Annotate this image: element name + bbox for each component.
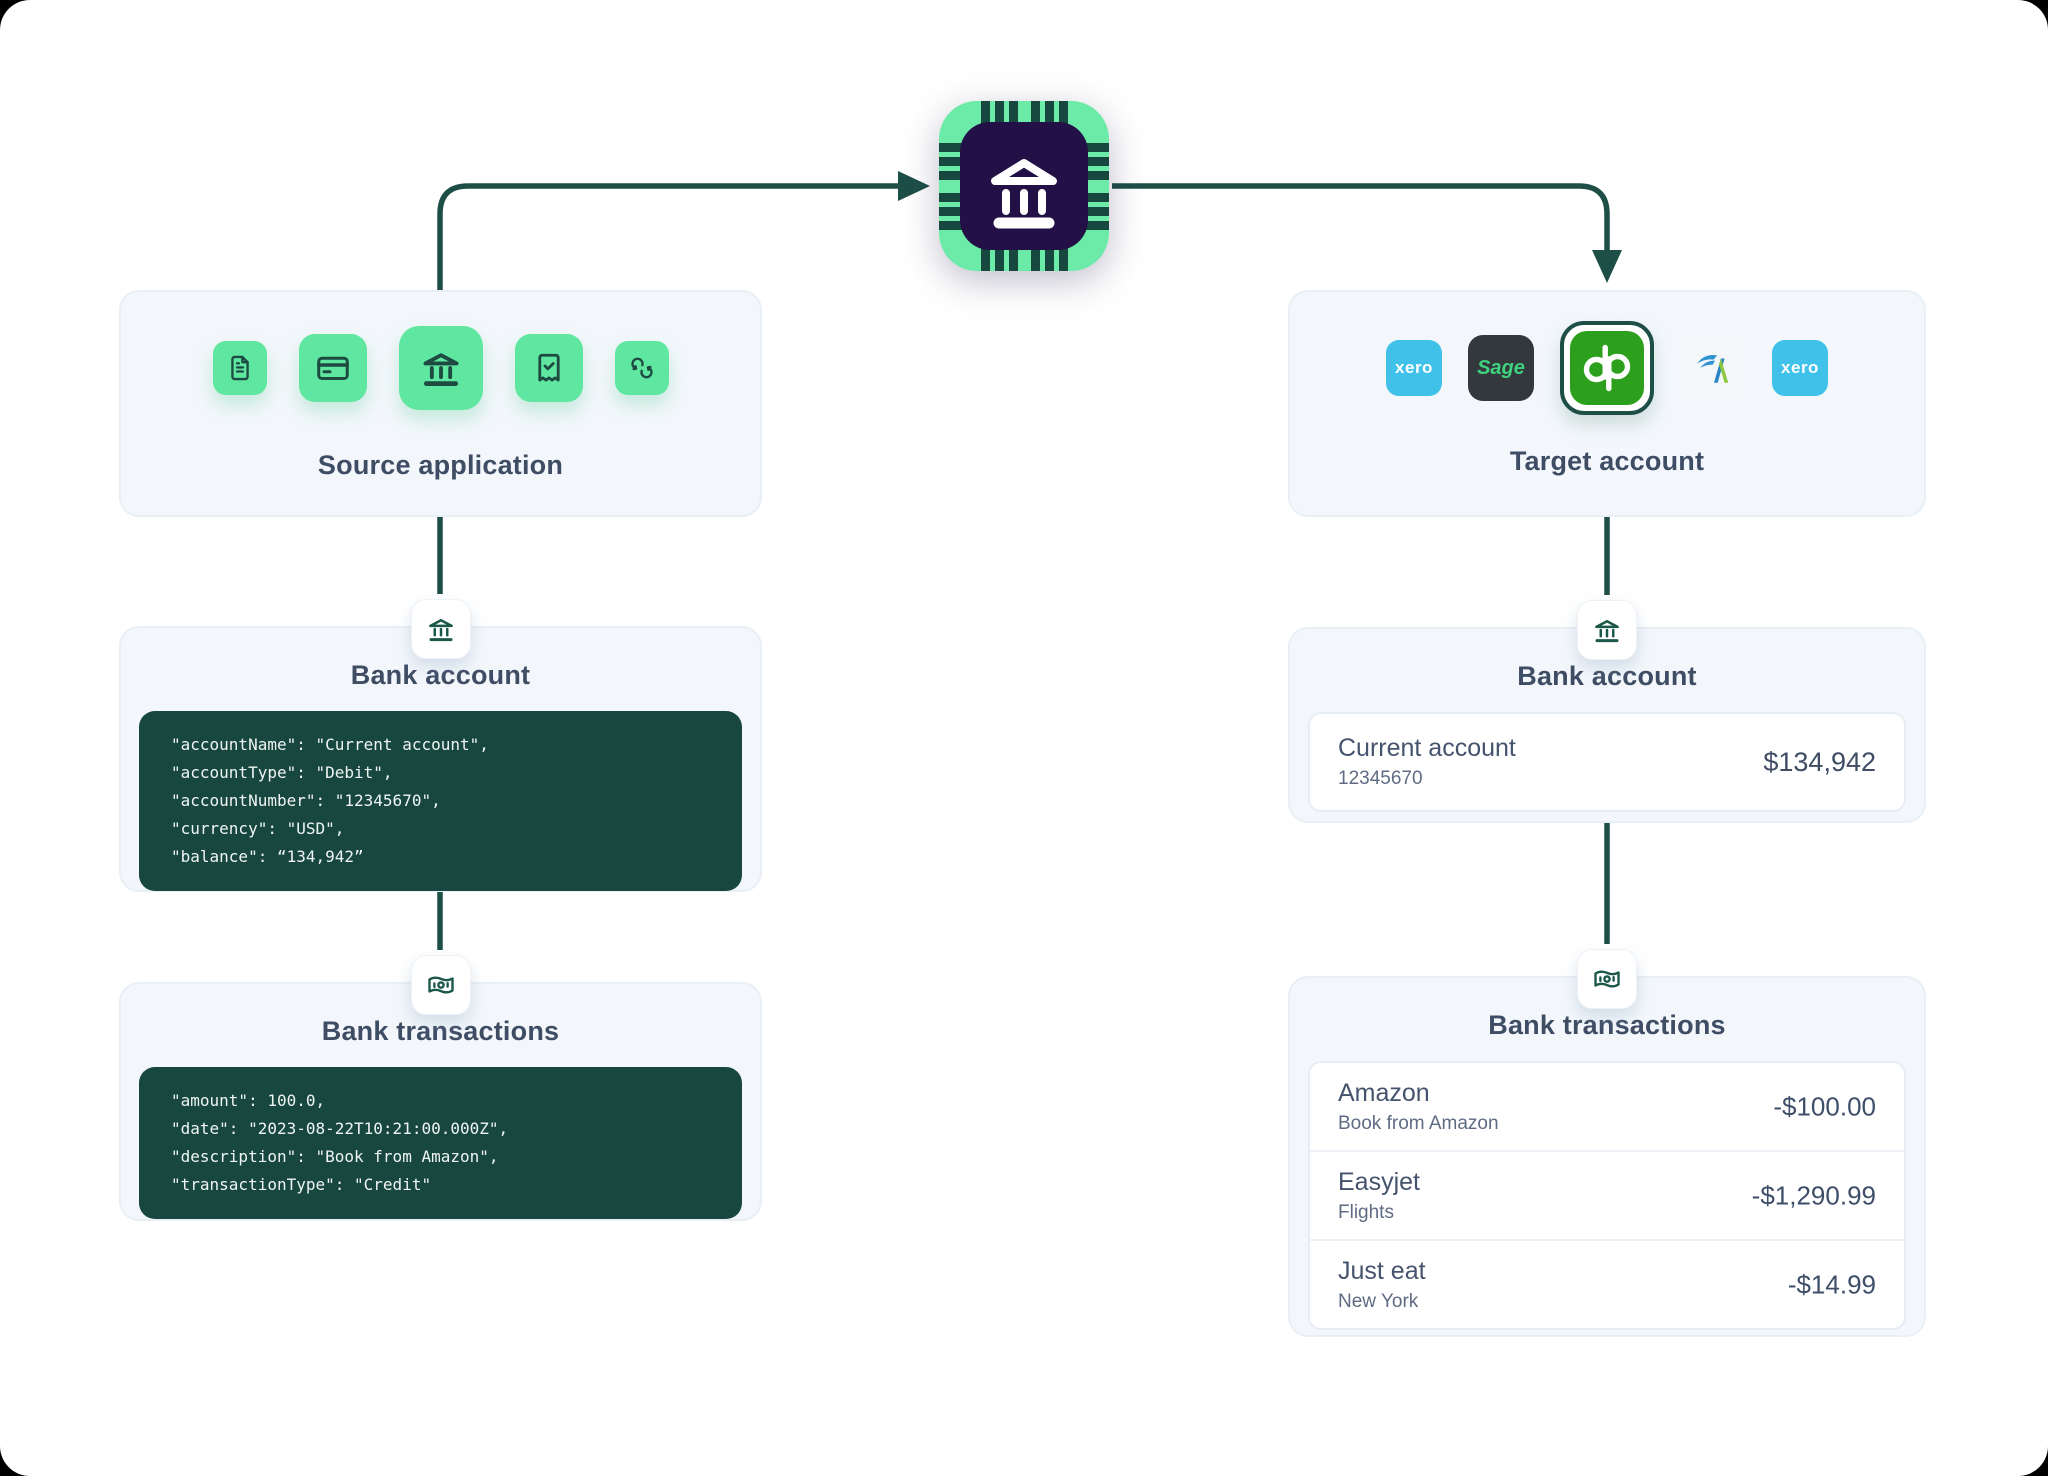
freeagent-logo [1697, 354, 1729, 383]
bank-account-json-block: "accountName": "Current account", "accou… [139, 711, 742, 891]
transaction-merchant: Amazon [1338, 1079, 1430, 1107]
target-account-panel: xero Sage [1288, 290, 1926, 517]
source-type-sync-tile[interactable] [614, 341, 669, 395]
app-tile-quickbooks-selected[interactable] [1560, 321, 1654, 415]
quickbooks-tile [1570, 331, 1644, 405]
source-type-bank-tile[interactable] [398, 326, 483, 410]
arrow-source-to-hub [437, 183, 898, 292]
quickbooks-logo [1583, 344, 1631, 392]
transaction-row: Amazon Book from Amazon -$100.00 [1310, 1063, 1904, 1150]
app-tile-sage[interactable]: Sage [1468, 335, 1534, 401]
json-line: "currency": "USD", [171, 819, 345, 838]
sage-logo: Sage [1477, 356, 1525, 379]
target-panel-title: Target account [1509, 446, 1705, 476]
transaction-row: Just eat New York -$14.99 [1310, 1239, 1904, 1328]
json-line: "accountName": "Current account", [171, 735, 489, 754]
right-bank-transactions-title: Bank transactions [1488, 1010, 1726, 1040]
bank-chip-hub-icon [939, 101, 1109, 271]
transaction-merchant: Just eat [1338, 1257, 1426, 1285]
file-text-icon [230, 355, 249, 381]
json-line: "description": "Book from Amazon", [171, 1147, 499, 1166]
transactions-list: Amazon Book from Amazon -$100.00 Easyjet… [1308, 1061, 1906, 1330]
transaction-description: Book from Amazon [1338, 1113, 1499, 1134]
target-app-icons-row: xero Sage [1290, 321, 1924, 415]
transaction-description: Flights [1338, 1202, 1394, 1223]
json-line: "date": "2023-08-22T10:21:00.000Z", [171, 1119, 509, 1138]
app-tile-xero-1[interactable]: xero [1386, 340, 1442, 396]
source-app-icons-row [121, 326, 760, 410]
bank-account-badge [1577, 600, 1637, 660]
transaction-row: Easyjet Flights -$1,290.99 [1310, 1150, 1904, 1239]
account-balance: $134,942 [1763, 746, 1876, 777]
xero-logo: xero [1781, 358, 1819, 377]
json-line: "transactionType": "Credit" [171, 1175, 432, 1194]
left-bank-account-panel: Bank account "accountName": "Current acc… [119, 599, 762, 892]
bank-account-badge [410, 599, 471, 659]
right-bank-account-panel: Bank account Current account 12345670 $1… [1288, 600, 1926, 823]
json-line: "amount": 100.0, [171, 1091, 326, 1110]
left-bank-transactions-title: Bank transactions [321, 1016, 560, 1046]
source-type-document-tile[interactable] [212, 341, 267, 395]
bank-transactions-badge [410, 955, 471, 1015]
sync-exchange-icon [630, 357, 653, 379]
banknote-icon [1594, 970, 1620, 988]
bank-icon [422, 353, 459, 386]
transaction-amount: -$14.99 [1787, 1269, 1876, 1299]
bank-glyph [991, 159, 1057, 229]
arrow-hub-to-target [1112, 183, 1610, 250]
json-line: "accountNumber": "12345670", [171, 791, 441, 810]
right-bank-account-title: Bank account [1517, 661, 1697, 691]
bank-icon [428, 619, 453, 642]
arrowhead-right [898, 171, 930, 201]
left-bank-transactions-panel: Bank transactions "amount": 100.0, "date… [119, 955, 762, 1221]
transaction-amount: -$1,290.99 [1751, 1180, 1876, 1210]
current-account-card: Current account 12345670 $134,942 [1308, 712, 1906, 812]
left-bank-account-title: Bank account [350, 660, 531, 690]
source-type-receipt-tile[interactable] [514, 334, 583, 402]
credit-card-icon [316, 356, 349, 380]
bank-transactions-json-block: "amount": 100.0, "date": "2023-08-22T10:… [139, 1067, 742, 1219]
transaction-merchant: Easyjet [1338, 1168, 1420, 1196]
arrowhead-down [1592, 250, 1622, 283]
account-number: 12345670 [1338, 768, 1423, 789]
transaction-amount: -$100.00 [1773, 1091, 1876, 1121]
banknote-icon [427, 976, 454, 994]
source-application-panel: Source application [119, 290, 762, 517]
app-tile-xero-2[interactable]: xero [1772, 340, 1828, 396]
xero-logo: xero [1395, 358, 1433, 377]
json-line: "balance": “134,942” [171, 847, 364, 866]
app-tile-freeagent[interactable] [1680, 335, 1746, 401]
json-line: "accountType": "Debit", [171, 763, 393, 782]
account-name: Current account [1338, 734, 1516, 762]
bank-icon [1595, 620, 1619, 643]
right-bank-transactions-panel: Bank transactions Amazon Book from Amazo… [1288, 949, 1926, 1337]
account-info: Current account 12345670 [1338, 734, 1516, 790]
transaction-description: New York [1338, 1291, 1419, 1312]
source-panel-title: Source application [317, 450, 564, 480]
source-type-card-tile[interactable] [298, 334, 367, 402]
receipt-check-icon [537, 353, 560, 382]
bank-transactions-badge [1577, 949, 1637, 1009]
